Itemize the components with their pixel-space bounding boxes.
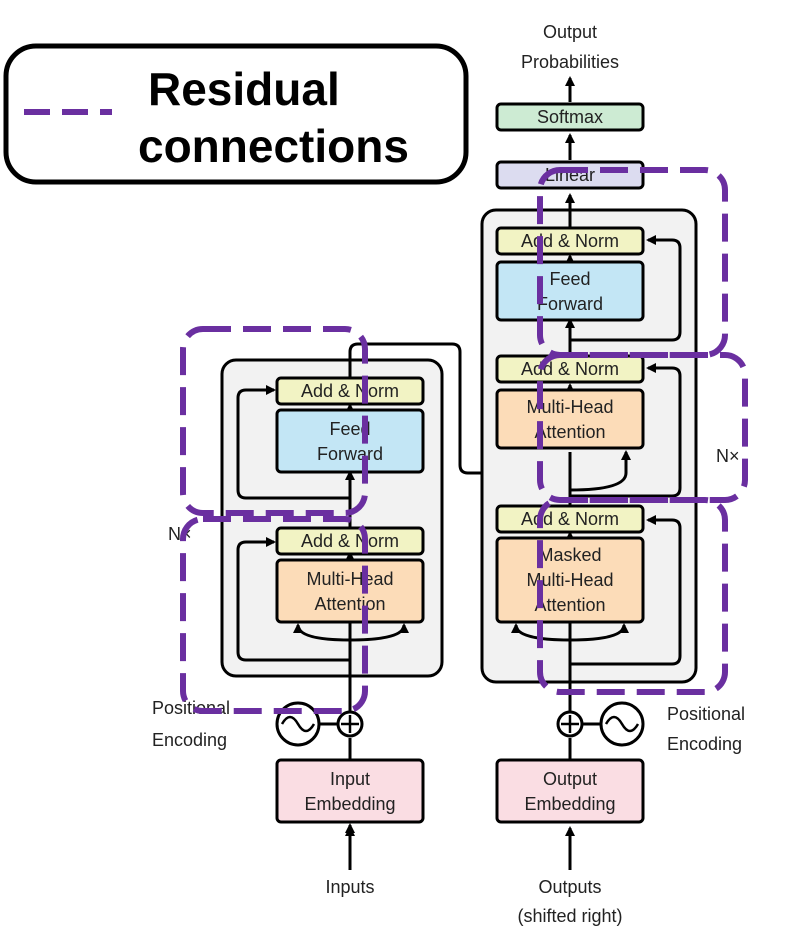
svg-text:Encoding: Encoding [152, 730, 227, 750]
svg-text:(shifted right): (shifted right) [517, 906, 622, 926]
svg-text:Output: Output [543, 769, 597, 789]
inputs-label: Inputs [325, 877, 374, 897]
legend-line2: connections [138, 120, 409, 172]
encoder-add-norm-mha [275, 526, 425, 556]
decoder-add-norm-ff [495, 226, 645, 256]
input-embedding [275, 758, 425, 824]
residual-decoder-masked [537, 497, 728, 695]
svg-text:Softmax: Softmax [537, 107, 603, 127]
svg-text:Masked: Masked [538, 545, 601, 565]
svg-text:Attention: Attention [314, 594, 385, 614]
outputs-label: Outputs [538, 877, 601, 897]
svg-text:Input: Input [330, 769, 370, 789]
svg-text:Add & Norm: Add & Norm [301, 531, 399, 551]
legend-line1: Residual [148, 63, 340, 115]
legend: Residual connections [3, 43, 469, 185]
encoder-add-norm-ff [275, 376, 425, 406]
legend-box [3, 43, 469, 185]
svg-text:Attention: Attention [534, 422, 605, 442]
svg-text:Attention: Attention [534, 595, 605, 615]
residual-decoder-ff [537, 167, 728, 358]
decoder-feed-forward [495, 260, 645, 322]
svg-text:Embedding: Embedding [304, 794, 395, 814]
encoder-multi-head-attention [275, 558, 425, 624]
svg-text:Add & Norm: Add & Norm [521, 359, 619, 379]
decoder: Output Probabilities Softmax Linear Add … [480, 22, 745, 926]
softmax-block [495, 102, 645, 132]
decoder-masked-multi-head-attention [495, 536, 645, 624]
decoder-add-norm-masked [495, 504, 645, 534]
svg-text:Probabilities: Probabilities [521, 52, 619, 72]
svg-text:Forward: Forward [537, 294, 603, 314]
residual-encoder-ff [180, 326, 368, 516]
svg-text:Forward: Forward [317, 444, 383, 464]
svg-text:Multi-Head: Multi-Head [526, 570, 613, 590]
svg-text:Add & Norm: Add & Norm [521, 231, 619, 251]
decoder-nx: N× [716, 446, 740, 466]
residual-encoder-mha [180, 516, 368, 714]
decoder-pos-enc-label: Positional [667, 704, 745, 724]
svg-text:Feed: Feed [329, 419, 370, 439]
decoder-multi-head-attention [495, 388, 645, 450]
svg-text:Multi-Head: Multi-Head [526, 397, 613, 417]
svg-text:Add & Norm: Add & Norm [301, 381, 399, 401]
residual-overlays [180, 167, 748, 714]
svg-text:Multi-Head: Multi-Head [306, 569, 393, 589]
svg-text:Feed: Feed [549, 269, 590, 289]
svg-text:Encoding: Encoding [667, 734, 742, 754]
output-probabilities-label: Output [543, 22, 597, 42]
encoder-feed-forward [275, 408, 425, 474]
output-embedding [495, 758, 645, 824]
svg-text:Embedding: Embedding [524, 794, 615, 814]
svg-text:Add & Norm: Add & Norm [521, 509, 619, 529]
